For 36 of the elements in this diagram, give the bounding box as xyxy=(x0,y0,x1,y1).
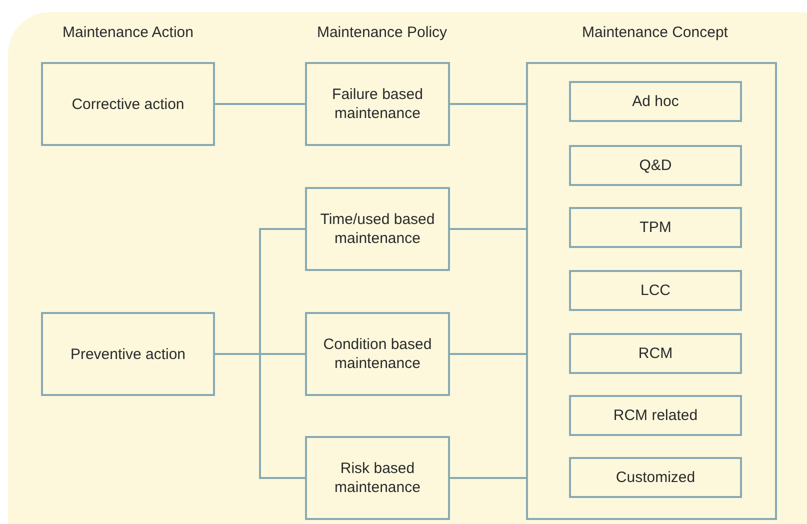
node-label: TPM xyxy=(640,218,672,237)
process-box xyxy=(305,62,450,146)
node-label: Risk based maintenance xyxy=(334,459,422,497)
concept-box xyxy=(569,333,742,374)
node-label: Corrective action xyxy=(72,94,184,114)
concept-box xyxy=(569,81,742,122)
column-heading: Maintenance Concept xyxy=(582,24,728,41)
concept-box xyxy=(569,457,742,498)
concept-box xyxy=(569,145,742,186)
connector-line xyxy=(450,228,526,230)
node-label: Q&D xyxy=(639,156,672,175)
connector-line xyxy=(450,477,526,479)
node-label: RCM xyxy=(638,344,673,363)
connector-line xyxy=(215,353,305,479)
process-box xyxy=(305,436,450,520)
concept-box xyxy=(569,207,742,248)
connector-line xyxy=(215,103,305,105)
process-box xyxy=(41,312,215,396)
node-label: RCM related xyxy=(613,406,698,425)
column-heading: Maintenance Action xyxy=(62,24,194,41)
node-label: Ad hoc xyxy=(632,92,679,111)
process-box xyxy=(305,187,450,271)
column-heading: Maintenance Policy xyxy=(316,24,448,41)
node-label: LCC xyxy=(640,281,670,300)
concept-box xyxy=(569,395,742,436)
node-label: Time/used based maintenance xyxy=(319,210,436,248)
concept-group-box xyxy=(526,62,777,520)
node-label: Condition based maintenance xyxy=(322,335,433,373)
node-label: Customized xyxy=(616,468,696,487)
connector-line xyxy=(450,353,526,355)
process-box xyxy=(305,312,450,396)
connector-line xyxy=(450,103,526,105)
node-label: Preventive action xyxy=(70,344,186,364)
process-box xyxy=(41,62,215,146)
concept-box xyxy=(569,270,742,311)
node-label: Failure based maintenance xyxy=(331,85,424,123)
